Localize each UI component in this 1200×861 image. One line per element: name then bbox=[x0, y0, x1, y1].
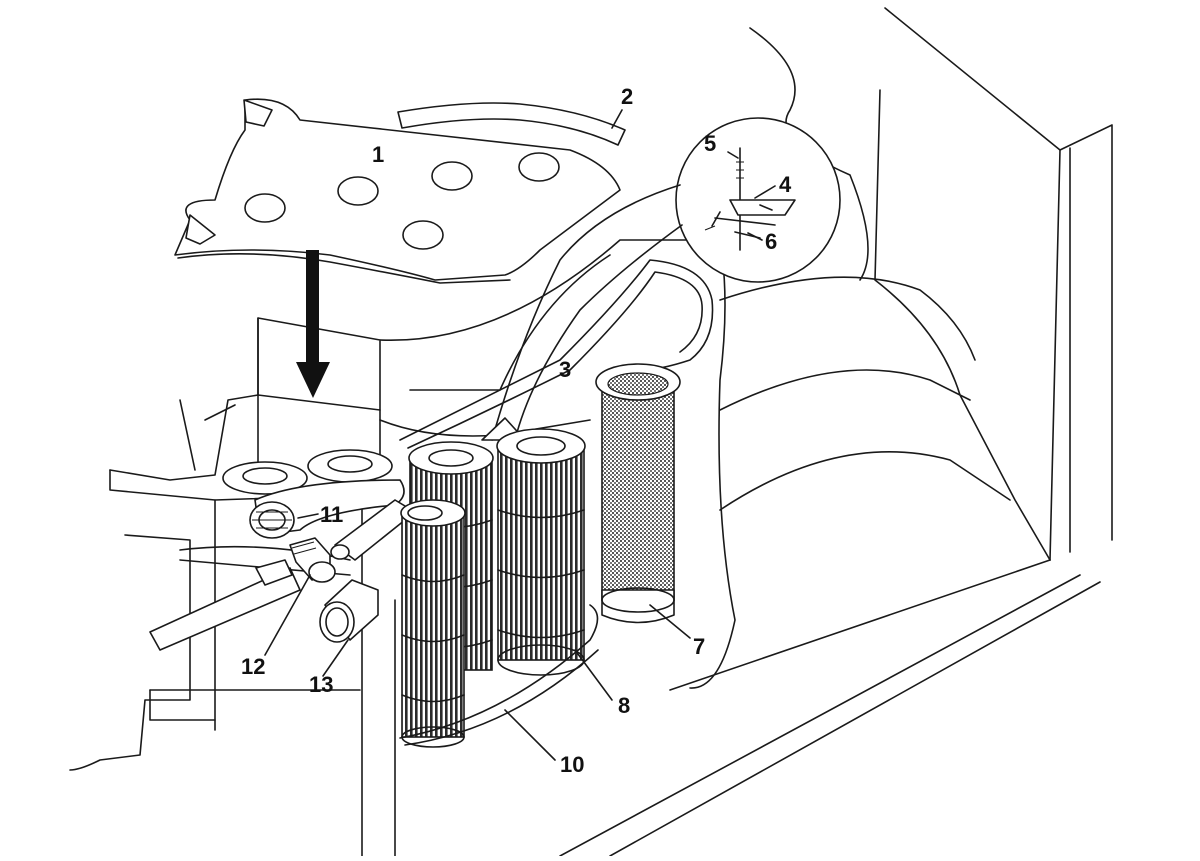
spa-shell bbox=[69, 7, 1113, 857]
callout-leaders bbox=[264, 109, 776, 761]
callout-6: 6 bbox=[765, 229, 777, 254]
lid-seal-strip bbox=[397, 102, 626, 146]
callout-7: 7 bbox=[693, 634, 705, 659]
filter-base-tray bbox=[399, 604, 599, 746]
callout-labels: 1 2 3 4 5 6 7 8 10 11 12 13 bbox=[241, 84, 792, 777]
callout-12: 12 bbox=[241, 654, 265, 679]
mesh-screen-filter bbox=[595, 363, 681, 624]
pleated-cartridge-center bbox=[496, 428, 586, 676]
filter-lid bbox=[174, 98, 621, 284]
pleated-cartridge-front bbox=[400, 499, 466, 748]
callout-5: 5 bbox=[704, 131, 716, 156]
callout-13: 13 bbox=[309, 672, 333, 697]
callout-10: 10 bbox=[560, 752, 584, 777]
callout-11: 11 bbox=[320, 502, 343, 527]
callout-3: 3 bbox=[559, 357, 571, 382]
callout-2: 2 bbox=[621, 84, 633, 109]
skimmer-fittings bbox=[222, 449, 416, 643]
detail-magnifier bbox=[481, 117, 841, 441]
callout-8: 8 bbox=[618, 693, 630, 718]
callout-1: 1 bbox=[372, 142, 384, 167]
install-direction-arrow bbox=[296, 250, 330, 398]
callout-4: 4 bbox=[779, 172, 792, 197]
